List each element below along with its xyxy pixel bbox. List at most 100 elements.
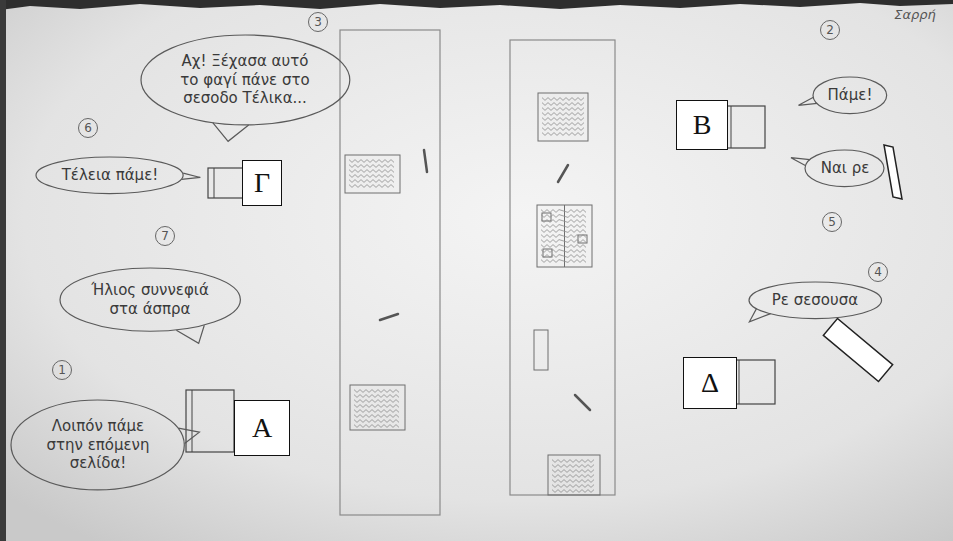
chair-label: Β (676, 100, 728, 150)
paper-sheet (538, 93, 588, 141)
chair-label: Δ (683, 357, 737, 409)
desk (510, 40, 615, 495)
scribble (354, 395, 399, 398)
speech-text: Πάμε! (828, 86, 873, 105)
scribble (552, 490, 594, 493)
paper-sheet (548, 455, 600, 495)
pencil (424, 150, 427, 172)
pencil (575, 395, 590, 410)
chair-back (192, 390, 193, 452)
chair-back (214, 168, 215, 198)
scribble (541, 245, 586, 248)
torn-edge (0, 0, 953, 10)
chair-letter: Δ (701, 369, 719, 397)
scribble (354, 400, 399, 403)
scribble (354, 420, 399, 423)
speech-bubble: Αχ! Ξέχασα αυτό το φαγί πάνε στο σεσοδο … (140, 34, 351, 126)
scribble (542, 123, 584, 126)
redaction-bar (823, 318, 892, 381)
scribble (354, 405, 399, 408)
bubble-tails (176, 97, 817, 443)
scribble (354, 425, 399, 428)
scribble (542, 113, 584, 116)
callout-number: 4 (868, 262, 888, 282)
bubble-tail (181, 173, 200, 179)
callout-number: 2 (820, 20, 840, 40)
scribble (552, 460, 594, 463)
scribble (349, 185, 394, 188)
scribble (541, 260, 586, 263)
scribble (349, 170, 394, 173)
speech-text: Τέλεια πάμε! (62, 166, 159, 185)
author-name: Σαρρή (894, 7, 936, 22)
scribble (542, 98, 584, 101)
speech-text: Ρε σεσουσα (772, 291, 858, 310)
scribble (541, 235, 586, 238)
scribble (552, 480, 594, 483)
scribble (541, 215, 586, 218)
chair-letter: Β (693, 111, 712, 139)
scribble (542, 108, 584, 111)
scribble (541, 255, 586, 258)
scribble (354, 410, 399, 413)
scribble (354, 415, 399, 418)
bubble-tail (791, 158, 810, 166)
scribble (542, 103, 584, 106)
scribble (542, 128, 584, 131)
chair-back (731, 106, 732, 148)
scribble (541, 225, 586, 228)
paper-edge (0, 0, 6, 541)
bubble-ellipse (11, 400, 184, 490)
bubble-tail (178, 428, 199, 443)
pencil (558, 165, 568, 182)
scribble (552, 485, 594, 488)
bubble-ellipse (749, 282, 882, 319)
speech-text: Λοιπόν πάμε στην επόμενη σελίδα! (40, 417, 155, 473)
speech-bubble: Τέλεια πάμε! (35, 156, 184, 195)
bubble-ellipse (813, 77, 887, 114)
bubble-ellipse (60, 268, 240, 331)
callout-number: 3 (308, 12, 328, 32)
bubble-ellipse (141, 35, 350, 125)
pencil (380, 314, 398, 320)
redaction-bar (884, 145, 902, 199)
speech-bubble: Ρε σεσουσα (748, 281, 883, 320)
chair-back (739, 360, 740, 404)
scribble (541, 220, 586, 223)
speech-bubble: Λοιπόν πάμε στην επόμενη σελίδα! (10, 399, 185, 491)
chair-letter: Α (252, 414, 272, 442)
scribble (354, 390, 399, 393)
chair-letter: Γ (254, 169, 270, 197)
callout-number: 5 (822, 212, 842, 232)
scribble (349, 175, 394, 178)
paper-sheet (537, 205, 592, 267)
chair (186, 390, 234, 452)
scribble (552, 470, 594, 473)
scribble (541, 230, 586, 233)
chair (733, 360, 775, 404)
desk-items (345, 93, 600, 495)
scribble (349, 160, 394, 163)
eraser (534, 330, 548, 370)
scribble (542, 133, 584, 136)
bubble-ellipse (36, 157, 183, 194)
speech-text: Ήλιος συννεφιά στα άσπρα (90, 281, 210, 319)
scribble (552, 475, 594, 478)
scribble (552, 465, 594, 468)
scribble (542, 118, 584, 121)
callout-number: 7 (155, 226, 175, 246)
scribble (541, 210, 586, 213)
callout-number: 1 (52, 360, 72, 380)
paper-sheet (345, 155, 400, 193)
scribble (541, 240, 586, 243)
chair (725, 106, 765, 148)
speech-bubble: Ναι ρε (804, 149, 885, 188)
scribble (349, 180, 394, 183)
callout-number: 6 (78, 118, 98, 138)
chair-label: Α (234, 400, 290, 456)
speech-bubble: Ήλιος συννεφιά στα άσπρα (59, 267, 241, 332)
speech-text: Αχ! Ξέχασα αυτό το φαγί πάνε στο σεσοδο … (175, 52, 315, 108)
bubble-ellipse (805, 150, 884, 187)
